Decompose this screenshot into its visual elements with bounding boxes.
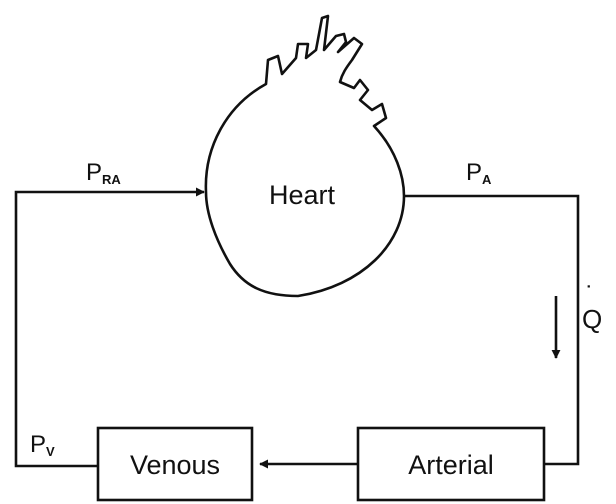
arterial-label: Arterial <box>408 450 494 480</box>
pressure-subscript: RA <box>102 172 121 187</box>
pressure-subscript: A <box>482 172 492 187</box>
pressure-venous-label: PV <box>30 431 55 459</box>
arterial-outflow-line <box>404 196 578 464</box>
pressure-symbol: P <box>86 159 102 186</box>
venous-label: Venous <box>130 450 220 480</box>
pressure-symbol: P <box>466 159 482 186</box>
pressure-arterial-label: PA <box>466 159 492 187</box>
pressure-right-atrial-label: PRA <box>86 159 121 187</box>
heart-label: Heart <box>269 180 336 210</box>
pressure-symbol: P <box>30 431 46 458</box>
venous-return-line <box>16 192 204 466</box>
heart-outline <box>206 16 404 296</box>
pressure-subscript: V <box>46 444 55 459</box>
flow-dot: ˙ <box>586 280 595 310</box>
